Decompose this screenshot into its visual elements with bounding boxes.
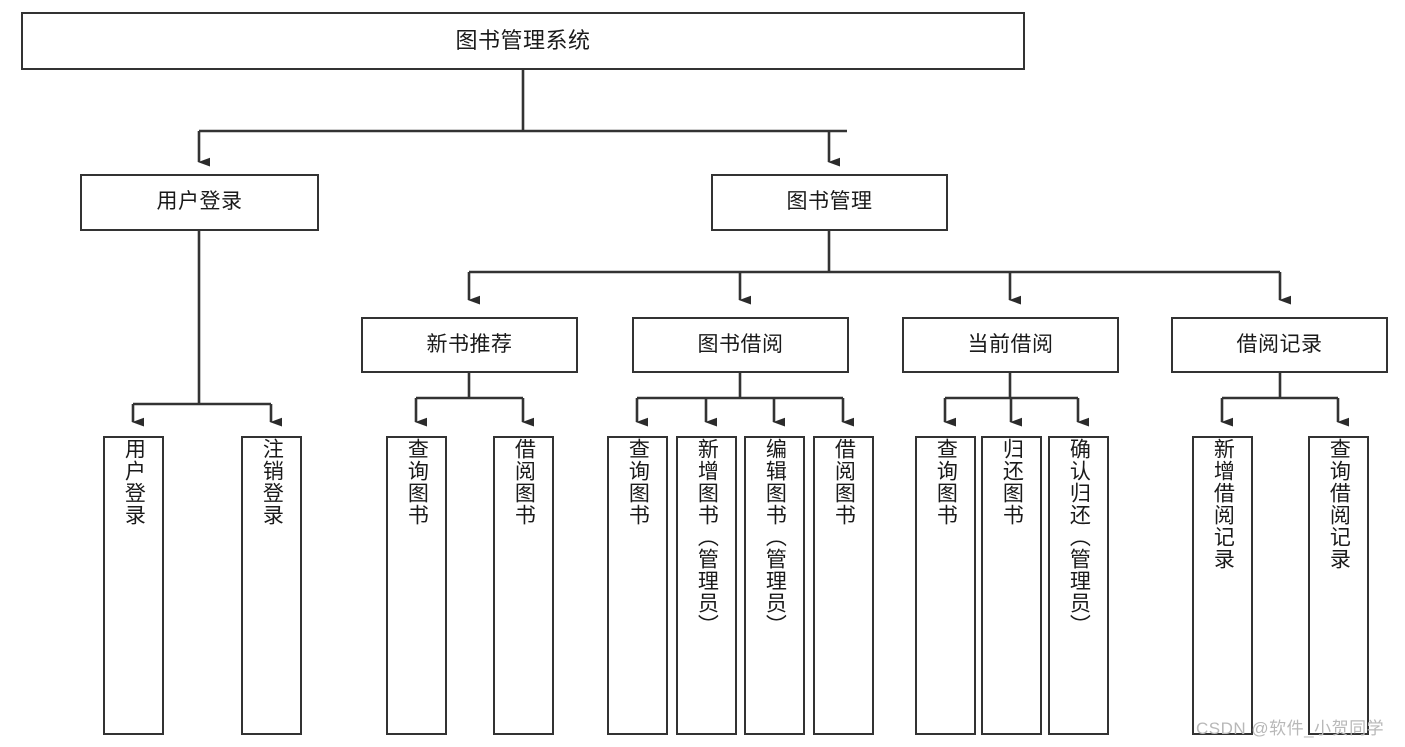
leaf-book-borrow-query[interactable]: 查询图书 [607,436,668,735]
node-label: 用户登录 [156,190,243,214]
leaf-book-borrow-edit[interactable]: 编辑图书（管理员） [744,436,805,735]
node-label: 借阅图书 [832,438,856,526]
leaf-borrow-record-query[interactable]: 查询借阅记录 [1308,436,1369,735]
leaf-current-borrow-return[interactable]: 归还图书 [981,436,1042,735]
node-label: 注销登录 [260,438,284,526]
leaf-current-borrow-query[interactable]: 查询图书 [915,436,976,735]
node-borrow-record[interactable]: 借阅记录 [1171,317,1388,373]
node-label: 新增图书（管理员） [695,438,719,636]
node-label: 归还图书 [1000,438,1024,526]
node-label: 图书管理系统 [455,28,591,54]
leaf-new-book-query[interactable]: 查询图书 [386,436,447,735]
leaf-new-book-borrow[interactable]: 借阅图书 [493,436,554,735]
node-label: 当前借阅 [967,332,1054,356]
leaf-borrow-record-add[interactable]: 新增借阅记录 [1192,436,1253,735]
leaf-current-borrow-confirm-return[interactable]: 确认归还（管理员） [1048,436,1109,735]
node-root-system[interactable]: 图书管理系统 [21,12,1025,70]
watermark: CSDN @软件_小贺同学 [1196,714,1384,739]
watermark-text: CSDN @软件_小贺同学 [1196,719,1385,738]
leaf-book-borrow-borrow[interactable]: 借阅图书 [813,436,874,735]
node-label: 确认归还（管理员） [1067,438,1091,636]
node-new-book-recommend[interactable]: 新书推荐 [361,317,578,373]
node-label: 借阅图书 [512,438,536,526]
leaf-book-borrow-add[interactable]: 新增图书（管理员） [676,436,737,735]
node-book-management[interactable]: 图书管理 [711,174,948,231]
node-user-login[interactable]: 用户登录 [80,174,319,231]
node-label: 图书借阅 [697,332,784,356]
node-label: 新增借阅记录 [1211,438,1235,570]
node-current-borrow[interactable]: 当前借阅 [902,317,1119,373]
leaf-user-login-logout[interactable]: 注销登录 [241,436,302,735]
node-label: 借阅记录 [1236,332,1323,356]
node-label: 图书管理 [786,190,873,214]
node-label: 新书推荐 [426,332,513,356]
node-label: 查询借阅记录 [1327,438,1351,570]
node-label: 用户登录 [122,438,146,526]
node-label: 查询图书 [405,438,429,526]
node-label: 编辑图书（管理员） [763,438,787,636]
node-label: 查询图书 [626,438,650,526]
leaf-user-login-login[interactable]: 用户登录 [103,436,164,735]
node-book-borrow[interactable]: 图书借阅 [632,317,849,373]
node-label: 查询图书 [934,438,958,526]
